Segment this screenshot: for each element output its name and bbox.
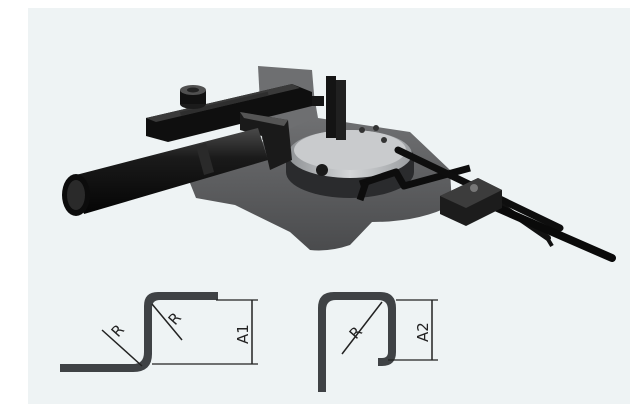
clamp-bracket	[240, 112, 292, 170]
bending-machine	[62, 66, 616, 262]
left-profile-shape	[60, 292, 218, 372]
lever-handle	[62, 128, 268, 216]
bending-die	[286, 125, 414, 198]
a1-label: A1	[234, 324, 252, 344]
pin-right	[336, 80, 346, 140]
length-stop-block	[440, 178, 502, 226]
profile-diagram-left: R R A1	[60, 292, 258, 372]
left-radius-label-2: R	[165, 309, 185, 329]
a2-label: A2	[414, 322, 432, 342]
profile-diagram-right: R A2	[318, 292, 438, 392]
adjustment-knob-icon	[180, 85, 206, 109]
right-profile-shape	[318, 292, 396, 392]
guide-rail	[146, 84, 312, 142]
rail-slot	[179, 91, 269, 116]
stop-screw-icon	[470, 184, 478, 192]
workpiece-rod	[358, 164, 471, 190]
die-bolt-icon	[316, 164, 328, 176]
pin-left	[326, 76, 336, 138]
